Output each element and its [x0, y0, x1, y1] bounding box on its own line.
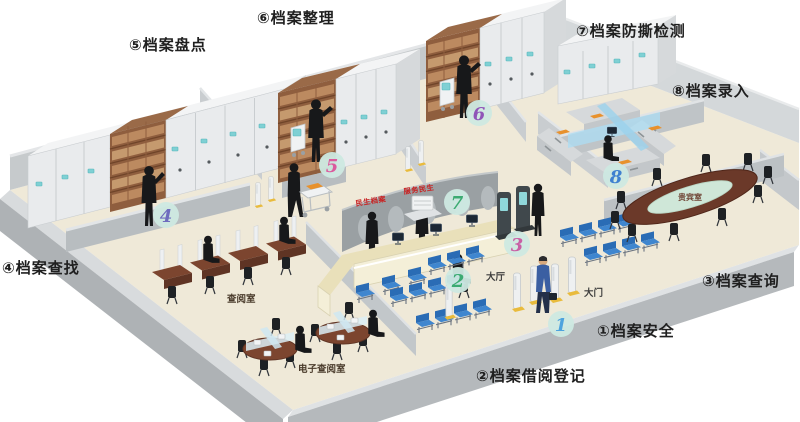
annotation-circle-1: 1: [548, 311, 574, 337]
visitor-blue-suit: [536, 256, 557, 313]
annotation-number-8: 8: [609, 167, 623, 188]
annotation-label-2: ②档案借阅登记: [476, 367, 586, 385]
annotation-label-4: ④档案查找: [2, 259, 80, 277]
computer-trolley: [290, 123, 306, 157]
annotation-circles: 1 2 3 4 5 6 7 8: [153, 100, 629, 337]
archive-cart: [298, 183, 334, 218]
vip-room-label: 贵宾室: [678, 192, 702, 202]
reading-carrel: [152, 244, 192, 305]
annotation-number-7: 7: [451, 193, 464, 214]
e-reading-cluster: [309, 301, 385, 361]
annotation-number-4: 4: [160, 206, 173, 227]
annotation-label-1: ①档案安全: [597, 322, 675, 340]
vip-conference-room: 贵宾室: [609, 152, 774, 243]
entrance-security-gates: [444, 256, 581, 321]
annotation-number-3: 3: [511, 235, 524, 256]
computer-trolley: [439, 77, 455, 111]
shelving-bank-back-right: [557, 15, 676, 105]
floor-labels: 大厅 大门: [486, 271, 603, 299]
annotation-label-6: ⑥档案整理: [257, 9, 335, 27]
reading-room: 查阅室: [152, 215, 306, 305]
annotation-circle-4: 4: [153, 202, 179, 228]
shelving-bank-5: [277, 49, 420, 183]
annotation-label-8: ⑧档案录入: [672, 82, 750, 100]
annotation-number-2: 2: [451, 271, 465, 292]
archive-cart-group: [287, 163, 334, 218]
annotation-circle-6: 6: [466, 100, 492, 126]
annotation-circle-7: 7: [444, 189, 470, 215]
annotation-circle-3: 3: [504, 231, 530, 257]
annotation-label-3: ③档案查询: [702, 272, 780, 290]
printer-station: [404, 195, 442, 221]
main-gate-label: 大门: [584, 287, 603, 299]
annotation-labels: ①档案安全 ②档案借阅登记 ③档案查询 ④档案查找 ⑤档案盘点 ⑥档案整理 ⑦档…: [2, 9, 780, 385]
orange-folders: [556, 113, 662, 165]
annotation-circle-8: 8: [603, 163, 629, 189]
query-kiosks: [495, 183, 545, 240]
reading-carrel: [190, 234, 230, 295]
annotation-number-6: 6: [473, 104, 486, 125]
mobile-shelving-banks: [27, 0, 676, 229]
annotation-number-1: 1: [555, 315, 568, 336]
lobby-label: 大厅: [486, 271, 506, 283]
reading-room-label: 查阅室: [226, 293, 256, 305]
annotation-circle-2: 2: [445, 267, 471, 293]
e-reading-room-label: 电子查阅室: [298, 363, 346, 375]
e-reading-room: 电子查阅室: [236, 301, 385, 377]
annotation-circle-5: 5: [319, 152, 345, 178]
annotation-label-5: ⑤档案盘点: [129, 36, 207, 54]
entry-office: [537, 98, 676, 184]
reading-carrel: [266, 215, 306, 276]
annotation-number-5: 5: [326, 156, 339, 177]
annotation-label-7: ⑦档案防撕检测: [576, 22, 686, 40]
reading-carrel: [228, 225, 268, 286]
wall-slogan-right: 服务民生: [403, 183, 435, 196]
e-reading-cluster: [236, 317, 312, 377]
